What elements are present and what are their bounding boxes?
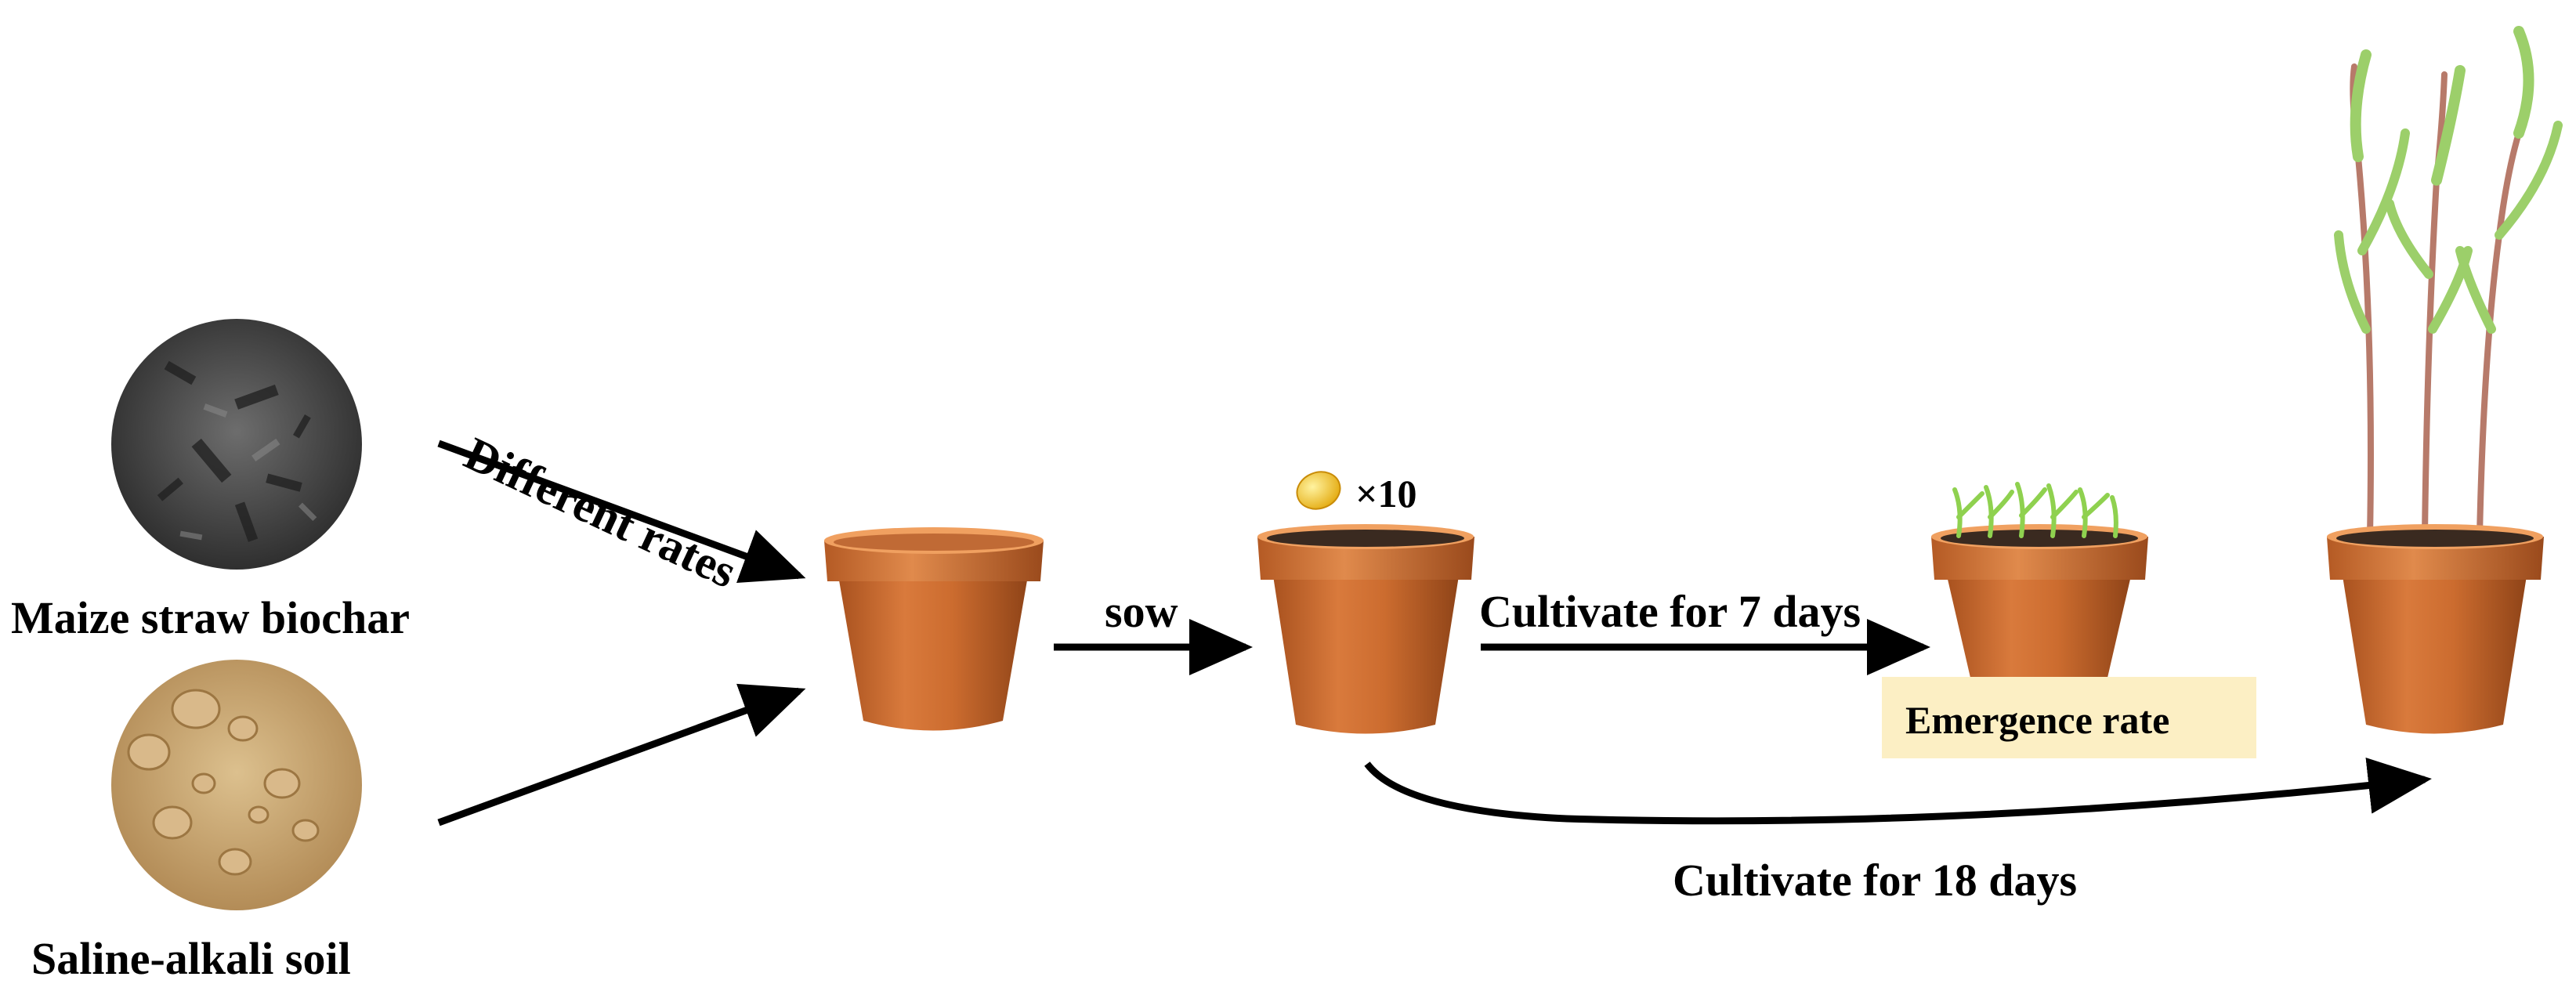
- cultivate-18-days-label: Cultivate for 18 days: [1673, 855, 2078, 906]
- biochar-image: [111, 319, 362, 570]
- emergence-rate-box: [1882, 677, 2256, 758]
- pot-seedlings: [1931, 482, 2148, 684]
- arrow-cultivate-18-days: [1364, 758, 2432, 825]
- arrow-biochar-to-pot: [437, 440, 806, 583]
- pot-grown-plants: [2327, 26, 2563, 734]
- arrow-soil-to-pot: [437, 683, 806, 827]
- seed-count-label: ×10: [1355, 472, 1417, 515]
- maize-seed-icon: [1296, 471, 1341, 510]
- pot-sown: [1257, 524, 1474, 734]
- biochar-label: Maize straw biochar: [11, 592, 410, 643]
- pot-empty: [824, 527, 1044, 731]
- cultivate-7-days-label: Cultivate for 7 days: [1479, 586, 1861, 637]
- saline-soil-image: [111, 660, 362, 910]
- emergence-rate-label: Emergence rate: [1905, 698, 2170, 742]
- sow-label: sow: [1105, 586, 1178, 637]
- saline-soil-label: Saline-alkali soil: [31, 933, 351, 984]
